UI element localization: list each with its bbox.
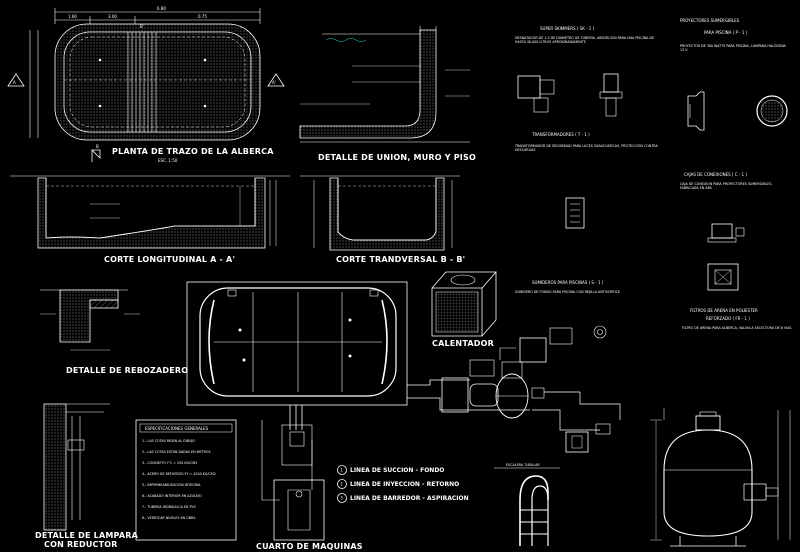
svg-text:LINEA DE SUCCION - FONDO: LINEA DE SUCCION - FONDO <box>350 467 444 474</box>
svg-text:LINEA DE INYECCION - RETORNO: LINEA DE INYECCION - RETORNO <box>350 481 459 488</box>
heater-title: CALENTADOR <box>432 339 494 348</box>
drain-title: SUMIDEROS PARA PISCINAS ( S - 1 ) <box>532 280 604 285</box>
spec-line: 5.- IMPERMEABILIZACION INTEGRAL <box>142 483 201 487</box>
specs-box: ESPECIFICACIONES GENERALES 1.- LAS COTAS… <box>135 419 237 541</box>
drain-desc: SUMIDERO DE FONDO PARA PISCINA CON REJIL… <box>515 290 620 294</box>
sand-filter-large <box>650 408 791 547</box>
machine-room-title: CUARTO DE MAQUINAS <box>256 542 363 551</box>
junction-title: CAJAS DE CONEXIONES ( C - 1 ) <box>684 172 747 177</box>
dim-partial-1: 1.60 <box>68 14 77 19</box>
specs-title: ESPECIFICACIONES GENERALES <box>145 426 209 431</box>
spec-line: 3.- CONCRETO F'C = 250 KG/CM2 <box>142 461 197 465</box>
plan-scale: ESC. 1:50 <box>158 158 178 163</box>
section-marker-b-prime: B' <box>140 24 144 29</box>
lights-desc: PROYECTOR DE 300 WATTS PARA PISCINA, LAM… <box>680 44 786 53</box>
machine-room: CUARTO DE MAQUINAS <box>256 424 363 551</box>
lights-title: PROYECTORES SUMERGIBLES <box>680 18 740 23</box>
section-marker-b: B <box>91 144 101 162</box>
legend-item-2: 2 LINEA DE INYECCION - RETORNO <box>337 479 459 489</box>
svg-text:B: B <box>96 144 99 149</box>
lights-spec: PROYECTORES SUMERGIBLES PARA PISCINA ( P… <box>680 18 788 131</box>
junction-desc: CAJA DE CONEXION PARA PROYECTORES SUMERG… <box>680 182 773 191</box>
pool-ladder: ESCALERA TUBULAR <box>494 463 560 546</box>
svg-text:2: 2 <box>340 482 343 487</box>
lamp-wall <box>43 403 67 531</box>
svg-text:LINEA DE BARREDOR - ASPIRACION: LINEA DE BARREDOR - ASPIRACION <box>350 495 469 502</box>
drain-spec: SUMIDEROS PARA PISCINAS ( S - 1 ) SUMIDE… <box>515 280 620 294</box>
overflow-gutter <box>59 289 119 343</box>
spec-line: 6.- ACABADO INTERIOR EN AZULEJO <box>142 494 202 498</box>
lamp-detail: DETALLE DE LAMPARA CON REDUCTOR <box>35 403 141 549</box>
transversal-wall <box>329 177 445 251</box>
spec-line: 2.- LAS COTAS ESTAN DADAS EN METROS <box>142 450 211 454</box>
section-marker-a-prime: A' <box>267 73 285 87</box>
spec-line: 1.- LAS COTAS RIGEN AL DIBUJO <box>142 439 195 443</box>
dim-total: 6.80 <box>157 6 166 11</box>
svg-text:3: 3 <box>340 496 343 501</box>
spec-line: 4.- ACERO DE REFUERZO FY = 4200 KG/CM2 <box>142 472 216 476</box>
transformer-desc: TRANSFORMADOR DE SEGURIDAD PARA LUCES SU… <box>515 144 658 153</box>
plan-view: 6.80 1.60 3.00 0.75 A A' <box>7 6 285 163</box>
spec-line: 8.- VERIFICAR NIVELES EN OBRA <box>142 516 196 520</box>
overflow-detail: DETALLE DE REBOZADERO <box>40 289 188 375</box>
spec-line: 7.- TUBERIA HIDRAULICA DE PVC <box>142 505 197 509</box>
wall-floor-detail: DETALLE DE UNION, MURO Y PISO <box>299 26 476 162</box>
specs-lines: 1.- LAS COTAS RIGEN AL DIBUJO 2.- LAS COT… <box>142 439 216 520</box>
pool-steps-plan <box>127 32 157 132</box>
filter-desc: FILTRO DE ARENA PARA ALBERCA, VALVULA SE… <box>682 326 792 330</box>
longitudinal-section: CORTE LONGITUDINAL A - A' <box>10 175 290 264</box>
piping-pool-outline <box>199 287 397 397</box>
transformer-spec: TRANSFORMADORES ( T - 1 ) TRANSFORMADOR … <box>515 132 658 229</box>
wall-floor-joint <box>299 29 437 139</box>
svg-text:B': B' <box>140 24 144 29</box>
transversal-section: CORTE TRANDVERSAL B - B' <box>300 175 465 264</box>
skimmer-title: SUPER SKIMMERS ( SK - 1 ) <box>540 26 595 31</box>
transformer-title: TRANSFORMADORES ( T - 1 ) <box>531 132 590 137</box>
lamp-title: DETALLE DE LAMPARA CON REDUCTOR <box>35 531 141 549</box>
legend-item-3: 3 LINEA DE BARREDOR - ASPIRACION <box>337 493 469 503</box>
transversal-title: CORTE TRANDVERSAL B - B' <box>336 255 465 264</box>
svg-text:1: 1 <box>340 468 343 473</box>
plan-title: PLANTA DE TRAZO DE LA ALBERCA <box>112 147 274 156</box>
piping-plan <box>186 281 530 501</box>
wall-floor-title: DETALLE DE UNION, MURO Y PISO <box>318 153 476 162</box>
machine-room-box <box>273 479 325 541</box>
longitudinal-title: CORTE LONGITUDINAL A - A' <box>104 255 235 264</box>
filter-subtitle: REFORZADO ( FR - 1 ) <box>706 316 750 321</box>
junction-spec: CAJAS DE CONEXIONES ( C - 1 ) CAJA DE CO… <box>680 172 773 291</box>
filter-title: FILTROS DE ARENA EN POLIESTER <box>690 308 758 313</box>
dim-partial-2: 3.00 <box>108 14 117 19</box>
pump-filter-assembly <box>441 325 621 453</box>
lights-subtitle: PARA PISCINA ( P - 1 ) <box>704 30 748 35</box>
longitudinal-wall <box>37 177 266 249</box>
pool-wall-plan <box>54 23 261 141</box>
heater-unit: CALENTADOR <box>431 271 497 348</box>
skimmer-spec: SUPER SKIMMERS ( SK - 1 ) DESNATADOR DE … <box>515 26 655 117</box>
overflow-title: DETALLE DE REBOZADERO <box>66 366 188 375</box>
svg-text:A': A' <box>272 80 276 85</box>
filter-spec: FILTROS DE ARENA EN POLIESTER REFORZADO … <box>682 308 792 330</box>
dim-partial-3: 0.75 <box>198 14 207 19</box>
pipe-legend: 1 LINEA DE SUCCION - FONDO 2 LINEA DE IN… <box>337 465 469 503</box>
svg-text:A: A <box>13 80 16 85</box>
piping-plan-frame <box>186 281 408 406</box>
skimmer-desc: DESNATADOR DE 1.5 DE DIAMETRO DE TUBERIA… <box>515 36 655 45</box>
legend-item-1: 1 LINEA DE SUCCION - FONDO <box>337 465 444 475</box>
section-marker-a: A <box>7 73 25 87</box>
ladder-label: ESCALERA TUBULAR <box>506 463 540 467</box>
